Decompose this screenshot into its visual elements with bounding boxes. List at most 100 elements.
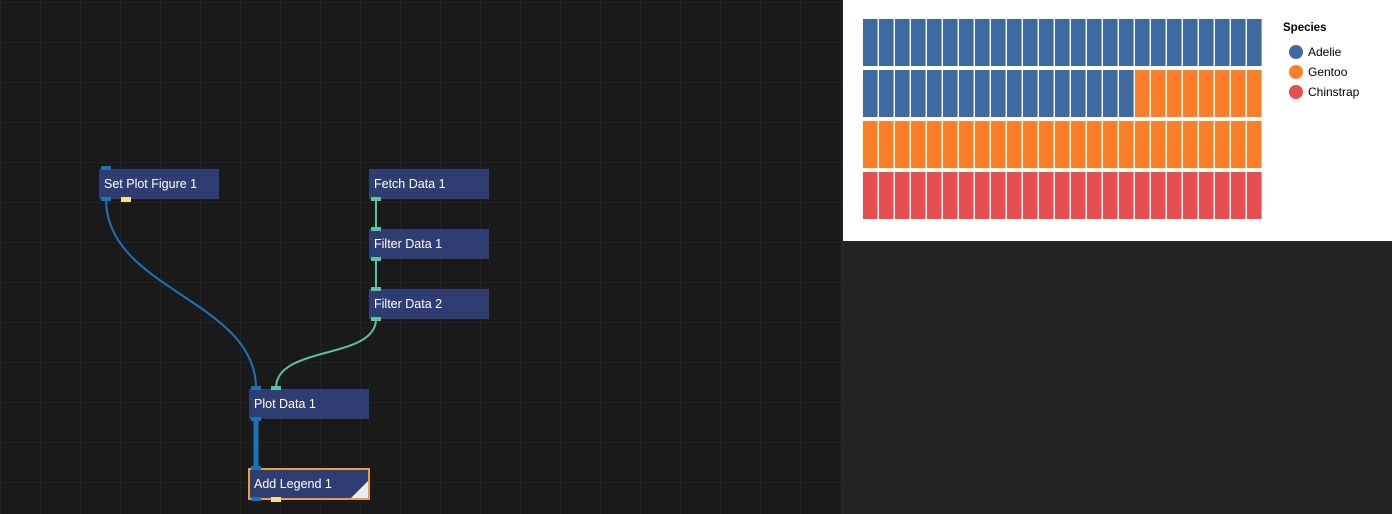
node-label: Plot Data 1 [254, 397, 316, 411]
waffle-cell [1247, 19, 1262, 66]
waffle-cell [1087, 172, 1102, 219]
flow-output-port[interactable] [101, 197, 111, 201]
waffle-cell [959, 172, 974, 219]
waffle-cell [1071, 121, 1086, 168]
waffle-cell [1167, 121, 1182, 168]
legend-item-gentoo: Gentoo [1283, 62, 1359, 82]
waffle-cell [1167, 172, 1182, 219]
waffle-cell [895, 19, 910, 66]
legend-swatch [1289, 45, 1303, 59]
waffle-cell [959, 19, 974, 66]
flow-output-port[interactable] [251, 497, 261, 501]
waffle-cell [959, 70, 974, 117]
node-set-plot-figure[interactable]: Set Plot Figure 1 [99, 169, 219, 199]
data-input-port[interactable] [271, 386, 281, 390]
node-fetch-data[interactable]: Fetch Data 1 [369, 169, 489, 199]
waffle-cell [1023, 172, 1038, 219]
waffle-cell [1103, 172, 1118, 219]
legend-label: Adelie [1308, 45, 1342, 59]
preview-empty-area [843, 241, 1392, 514]
node-filter-data-2[interactable]: Filter Data 2 [369, 289, 489, 319]
waffle-cell [927, 121, 942, 168]
data-output-port[interactable] [371, 197, 381, 201]
waffle-cell [1231, 121, 1246, 168]
waffle-cell [879, 19, 894, 66]
node-label: Filter Data 1 [374, 237, 443, 251]
waffle-cell [1055, 70, 1070, 117]
waffle-cell [1135, 70, 1150, 117]
waffle-cell [1071, 70, 1086, 117]
waffle-cell [991, 70, 1006, 117]
plot-output-panel: Species Adelie Gentoo Chinstrap [843, 0, 1392, 241]
panel-divider[interactable] [842, 0, 843, 514]
waffle-cell [863, 19, 878, 66]
waffle-cell [1135, 19, 1150, 66]
waffle-cell [943, 172, 958, 219]
waffle-cell [1215, 172, 1230, 219]
node-plot-data[interactable]: Plot Data 1 [249, 389, 369, 419]
node-label: Fetch Data 1 [374, 177, 446, 191]
waffle-cell [927, 70, 942, 117]
waffle-cell [1103, 70, 1118, 117]
event-output-port[interactable] [271, 497, 281, 502]
waffle-cell [1247, 121, 1262, 168]
waffle-cell [1151, 19, 1166, 66]
waffle-cell [1151, 121, 1166, 168]
waffle-cell [1135, 172, 1150, 219]
waffle-cell [1039, 70, 1054, 117]
waffle-cell [863, 70, 878, 117]
waffle-cell [879, 121, 894, 168]
waffle-cell [1247, 70, 1262, 117]
waffle-cell [1039, 121, 1054, 168]
event-output-port[interactable] [121, 197, 131, 202]
flow-input-port[interactable] [101, 166, 111, 170]
waffle-cell [943, 70, 958, 117]
waffle-cell [1199, 19, 1214, 66]
waffle-cell [1055, 121, 1070, 168]
waffle-cell [1023, 70, 1038, 117]
waffle-cell [975, 70, 990, 117]
waffle-cell [975, 121, 990, 168]
flow-output-port[interactable] [251, 417, 261, 421]
data-output-port[interactable] [371, 317, 381, 321]
waffle-cell [1215, 70, 1230, 117]
waffle-cell [1151, 172, 1166, 219]
flow-input-port[interactable] [251, 386, 261, 390]
data-input-port[interactable] [371, 227, 381, 231]
waffle-cell [1151, 70, 1166, 117]
waffle-cell [991, 121, 1006, 168]
node-add-legend[interactable]: Add Legend 1 [248, 468, 370, 500]
waffle-cell [959, 121, 974, 168]
waffle-cell [879, 70, 894, 117]
waffle-cell [991, 172, 1006, 219]
data-input-port[interactable] [371, 287, 381, 291]
legend-label: Chinstrap [1308, 85, 1360, 99]
waffle-cell [1055, 172, 1070, 219]
data-output-port[interactable] [371, 257, 381, 261]
waffle-cell [1071, 19, 1086, 66]
waffle-cell [895, 121, 910, 168]
waffle-cell [1087, 121, 1102, 168]
node-connections [105, 198, 377, 469]
node-label: Set Plot Figure 1 [104, 177, 198, 191]
waffle-cell [1183, 121, 1198, 168]
legend-item-chinstrap: Chinstrap [1283, 82, 1359, 102]
waffle-cell [1119, 172, 1134, 219]
resize-corner-icon[interactable] [351, 481, 368, 498]
waffle-cell [1007, 172, 1022, 219]
node-filter-data-1[interactable]: Filter Data 1 [369, 229, 489, 259]
waffle-cell [1007, 121, 1022, 168]
legend-title: Species [1283, 22, 1327, 34]
node-editor-canvas[interactable]: Set Plot Figure 1 Fetch Data 1 Filter Da… [0, 0, 842, 514]
waffle-cell [879, 172, 894, 219]
waffle-cell [943, 19, 958, 66]
waffle-cell [1183, 19, 1198, 66]
waffle-cell [1231, 19, 1246, 66]
waffle-cell [1119, 19, 1134, 66]
waffle-cell [1087, 19, 1102, 66]
waffle-cell [1215, 121, 1230, 168]
waffle-cell [1039, 19, 1054, 66]
waffle-cell [895, 172, 910, 219]
waffle-chart [863, 19, 1262, 219]
flow-input-port[interactable] [251, 466, 261, 470]
